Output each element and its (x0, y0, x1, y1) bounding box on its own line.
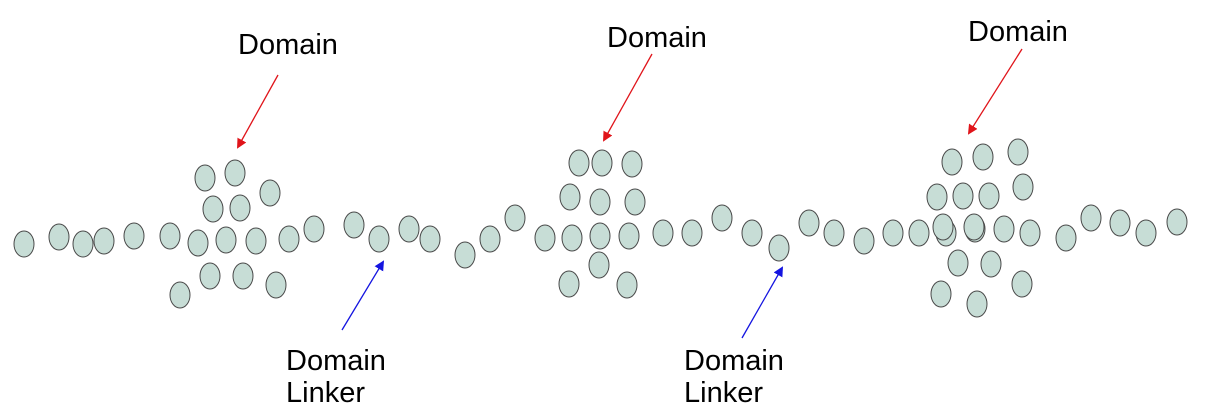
residue-bead-2 (48, 223, 70, 251)
residue-bead-15 (202, 195, 224, 223)
residue-bead-28 (534, 224, 556, 252)
residue-bead-41 (558, 270, 580, 298)
residue-bead-4 (93, 227, 115, 255)
residue-bead-7 (187, 229, 209, 257)
residue-bead-6 (159, 222, 181, 250)
residue-bead-73 (966, 290, 988, 318)
linker-label-1-line2: Linker (286, 377, 365, 410)
linker-arrow-1 (341, 260, 385, 331)
residue-bead-11 (303, 215, 325, 243)
residue-bead-72 (930, 280, 952, 308)
residue-bead-17 (199, 262, 221, 290)
residue-bead-24 (419, 225, 441, 253)
residue-bead-23 (398, 215, 420, 243)
residue-bead-18 (232, 262, 254, 290)
residue-bead-60 (941, 148, 963, 176)
residue-bead-71 (1011, 270, 1033, 298)
residue-bead-45 (768, 234, 790, 262)
linker-label-2: Domain Linker (684, 345, 784, 410)
residue-bead-36 (621, 150, 643, 178)
residue-bead-43 (711, 204, 733, 232)
residue-bead-8 (215, 226, 237, 254)
residue-bead-68 (963, 213, 985, 241)
residue-beads (13, 138, 1188, 318)
residue-bead-20 (169, 281, 191, 309)
residue-bead-58 (1135, 219, 1157, 247)
domain-label-1: Domain (238, 29, 338, 61)
residue-bead-59 (1166, 208, 1188, 236)
residue-bead-54 (1019, 219, 1041, 247)
residue-bead-62 (1007, 138, 1029, 166)
linker-label-1-line1: Domain (286, 345, 386, 377)
residue-bead-25 (454, 241, 476, 269)
residue-bead-38 (589, 188, 611, 216)
residue-bead-48 (853, 227, 875, 255)
residue-bead-30 (589, 222, 611, 250)
residue-bead-31 (618, 222, 640, 250)
residue-bead-37 (559, 183, 581, 211)
residue-bead-57 (1109, 209, 1131, 237)
residue-bead-50 (908, 219, 930, 247)
residue-bead-69 (947, 249, 969, 277)
domain-arrow-2 (603, 53, 653, 142)
residue-bead-22 (368, 225, 390, 253)
domain-label-2: Domain (607, 22, 707, 54)
domain-arrow-3 (967, 48, 1023, 135)
residue-bead-3 (72, 230, 94, 258)
residue-bead-55 (1055, 224, 1077, 252)
linker-arrow-2 (741, 266, 783, 339)
residue-bead-10 (278, 225, 300, 253)
residue-bead-65 (978, 182, 1000, 210)
residue-bead-49 (882, 219, 904, 247)
linker-label-2-line1: Domain (684, 345, 784, 377)
residue-bead-13 (224, 159, 246, 187)
residue-bead-34 (568, 149, 590, 177)
residue-bead-1 (13, 230, 35, 258)
residue-bead-53 (993, 215, 1015, 243)
residue-bead-9 (245, 227, 267, 255)
residue-bead-16 (229, 194, 251, 222)
residue-bead-27 (504, 204, 526, 232)
residue-bead-47 (823, 219, 845, 247)
domain-label-3: Domain (968, 16, 1068, 48)
residue-bead-14 (259, 179, 281, 207)
domain-arrow-1 (237, 74, 279, 149)
residue-bead-44 (741, 219, 763, 247)
residue-bead-66 (1012, 173, 1034, 201)
residue-bead-67 (932, 213, 954, 241)
residue-bead-56 (1080, 204, 1102, 232)
residue-bead-46 (798, 209, 820, 237)
residue-bead-21 (343, 211, 365, 239)
residue-bead-35 (591, 149, 613, 177)
residue-bead-39 (624, 188, 646, 216)
residue-bead-19 (265, 271, 287, 299)
residue-bead-64 (952, 182, 974, 210)
residue-bead-70 (980, 250, 1002, 278)
residue-bead-33 (681, 219, 703, 247)
linker-label-2-line2: Linker (684, 377, 763, 410)
residue-bead-12 (194, 164, 216, 192)
residue-bead-29 (561, 224, 583, 252)
linker-label-1: Domain Linker (286, 345, 386, 410)
residue-bead-63 (926, 183, 948, 211)
residue-bead-61 (972, 143, 994, 171)
residue-bead-5 (123, 222, 145, 250)
residue-bead-40 (588, 251, 610, 279)
residue-bead-26 (479, 225, 501, 253)
residue-bead-32 (652, 219, 674, 247)
residue-bead-42 (616, 271, 638, 299)
